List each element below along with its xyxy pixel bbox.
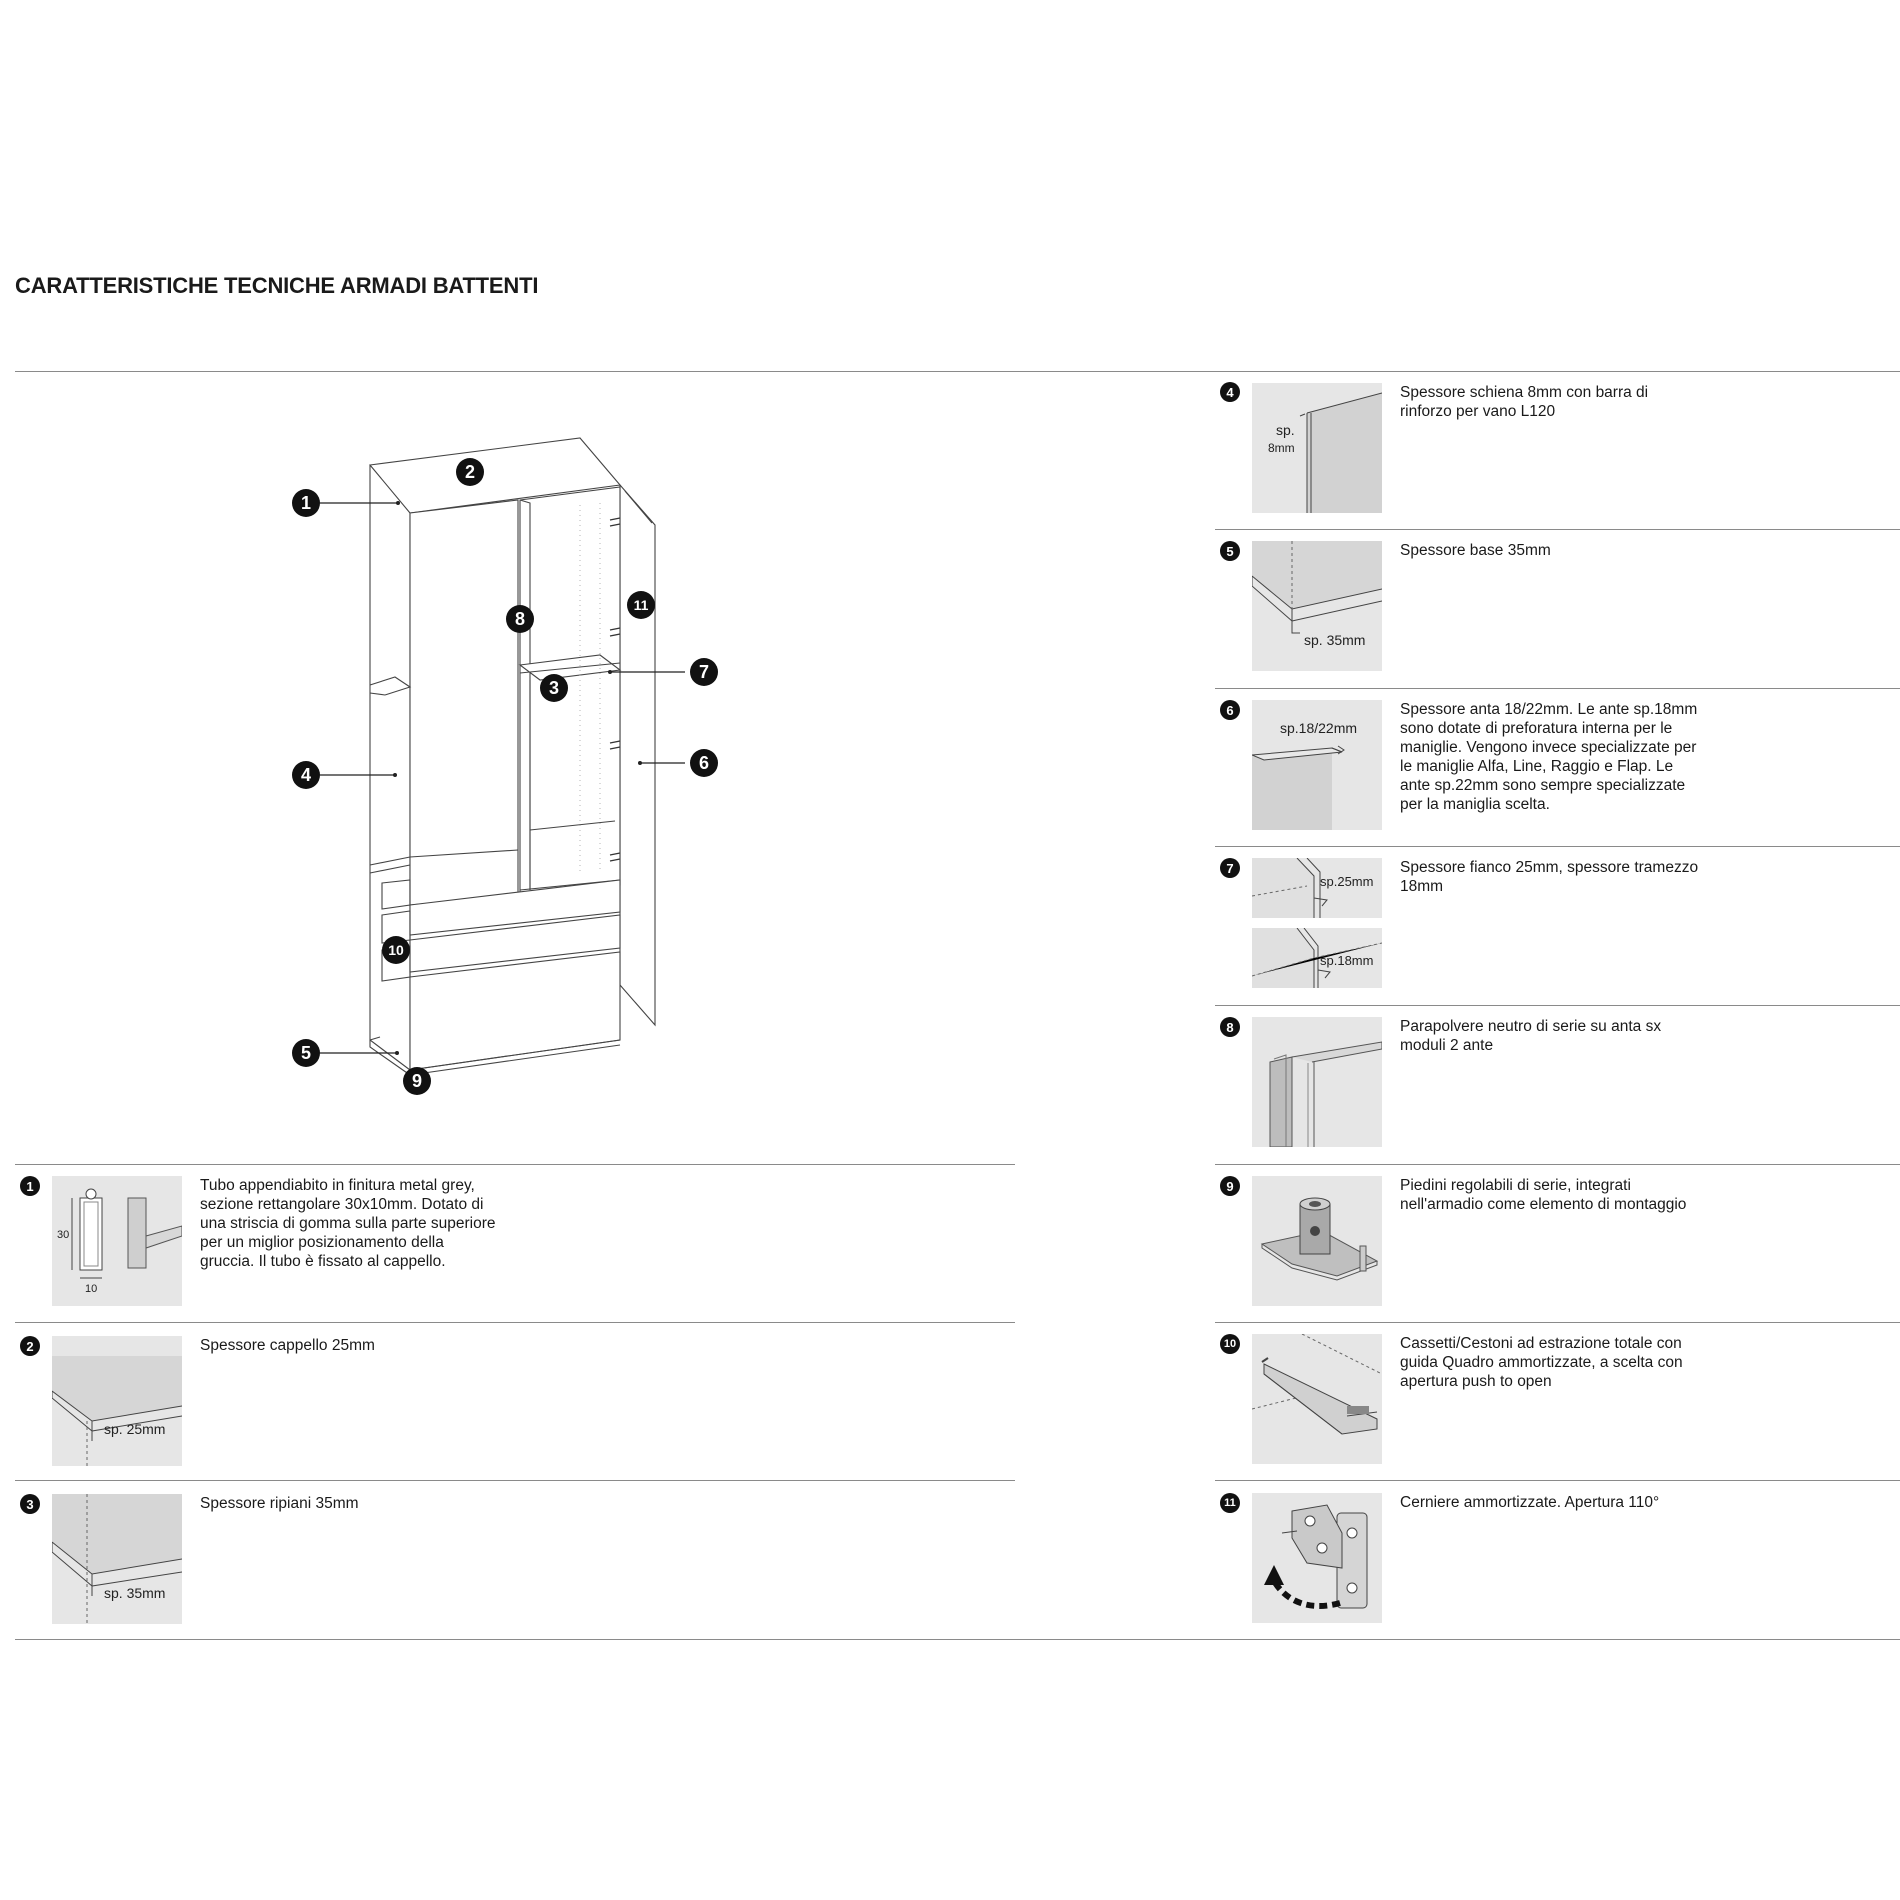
callout-3: 3 xyxy=(540,674,568,702)
callout-11: 11 xyxy=(627,591,655,619)
item-number-11: 11 xyxy=(1220,1493,1240,1513)
side-panel-icon: sp.25mm xyxy=(1252,858,1382,918)
item-text-2: Spessore cappello 25mm xyxy=(200,1337,375,1354)
back-label-sp: sp. xyxy=(1276,422,1295,438)
item-text-3: Spessore ripiani 35mm xyxy=(200,1495,359,1512)
right-divider-5 xyxy=(1215,688,1900,689)
door-thickness-icon: sp.18/22mm xyxy=(1252,700,1382,830)
hinge-icon xyxy=(1252,1493,1382,1623)
item-text-7: Spessore fianco 25mm, spessore tramezzo … xyxy=(1400,859,1699,895)
top-panel-label: sp. 25mm xyxy=(104,1421,165,1437)
wardrobe-exploded-drawing xyxy=(320,437,685,1076)
item-text-11: Cerniere ammortizzate. Apertura 110° xyxy=(1400,1494,1660,1511)
dust-seal-icon xyxy=(1252,1017,1382,1147)
hanger-label-width: 10 xyxy=(85,1283,97,1295)
callout-5: 5 xyxy=(292,1039,320,1067)
base-label: sp. 35mm xyxy=(1304,632,1365,648)
page-title: CARATTERISTICHE TECNICHE ARMADI BATTENTI xyxy=(15,273,539,298)
hanger-rail-section-icon: 30 10 xyxy=(52,1176,182,1306)
item-number-4: 4 xyxy=(1220,382,1240,402)
item-number-10: 10 xyxy=(1220,1334,1240,1354)
right-divider-8 xyxy=(1215,1164,1900,1165)
shelf-thickness-icon: sp. 35mm xyxy=(52,1494,182,1624)
hanger-label-height: 30 xyxy=(57,1229,69,1241)
item-number-9: 9 xyxy=(1220,1176,1240,1196)
callout-1: 1 xyxy=(292,489,320,517)
item-number-3: 3 xyxy=(20,1494,40,1514)
callout-8: 8 xyxy=(506,605,534,633)
right-divider-7 xyxy=(1215,1005,1900,1006)
bottom-divider xyxy=(15,1639,1900,1640)
item-number-1: 1 xyxy=(20,1176,40,1196)
right-divider-6 xyxy=(1215,846,1900,847)
left-divider-2 xyxy=(15,1322,1015,1323)
door-label: sp.18/22mm xyxy=(1280,720,1357,736)
back-label-mm: 8mm xyxy=(1268,441,1295,455)
drawer-runner-icon xyxy=(1252,1334,1382,1464)
left-divider-3 xyxy=(15,1480,1015,1481)
top-panel-thickness-icon: sp. 25mm xyxy=(52,1336,182,1466)
item-number-7: 7 xyxy=(1220,858,1240,878)
right-divider-9 xyxy=(1215,1322,1900,1323)
item-text-6: Spessore anta 18/22mm. Le ante sp.18mm s… xyxy=(1400,701,1698,813)
item-number-8: 8 xyxy=(1220,1017,1240,1037)
callout-4: 4 xyxy=(292,761,320,789)
item-number-2: 2 xyxy=(20,1336,40,1356)
item-number-6: 6 xyxy=(1220,700,1240,720)
item-text-4: Spessore schiena 8mm con barra di rinfor… xyxy=(1400,384,1649,420)
right-divider-4 xyxy=(1215,529,1900,530)
callout-10: 10 xyxy=(382,936,410,964)
right-divider-10 xyxy=(1215,1480,1900,1481)
back-panel-icon: sp. 8mm xyxy=(1252,383,1382,513)
item-text-10: Cassetti/Cestoni ad estrazione totale co… xyxy=(1400,1335,1683,1390)
item-text-9: Piedini regolabili di serie, integrati n… xyxy=(1400,1177,1687,1213)
base-thickness-icon: sp. 35mm xyxy=(1252,541,1382,671)
shelf-label: sp. 35mm xyxy=(104,1585,165,1601)
item-text-1: Tubo appendiabito in finitura metal grey… xyxy=(200,1177,496,1270)
item-text-8: Parapolvere neutro di serie su anta sx m… xyxy=(1400,1018,1662,1054)
item-text-5: Spessore base 35mm xyxy=(1400,542,1551,559)
top-divider xyxy=(15,371,1900,372)
callout-9: 9 xyxy=(403,1067,431,1095)
callout-2: 2 xyxy=(456,458,484,486)
adjustable-foot-icon xyxy=(1252,1176,1382,1306)
callout-6: 6 xyxy=(690,749,718,777)
callout-7: 7 xyxy=(690,658,718,686)
divider-panel-icon: sp.18mm xyxy=(1252,928,1382,988)
left-divider-1 xyxy=(15,1164,1015,1165)
item-number-5: 5 xyxy=(1220,541,1240,561)
side-label: sp.25mm xyxy=(1320,874,1373,889)
divider-label: sp.18mm xyxy=(1320,953,1373,968)
